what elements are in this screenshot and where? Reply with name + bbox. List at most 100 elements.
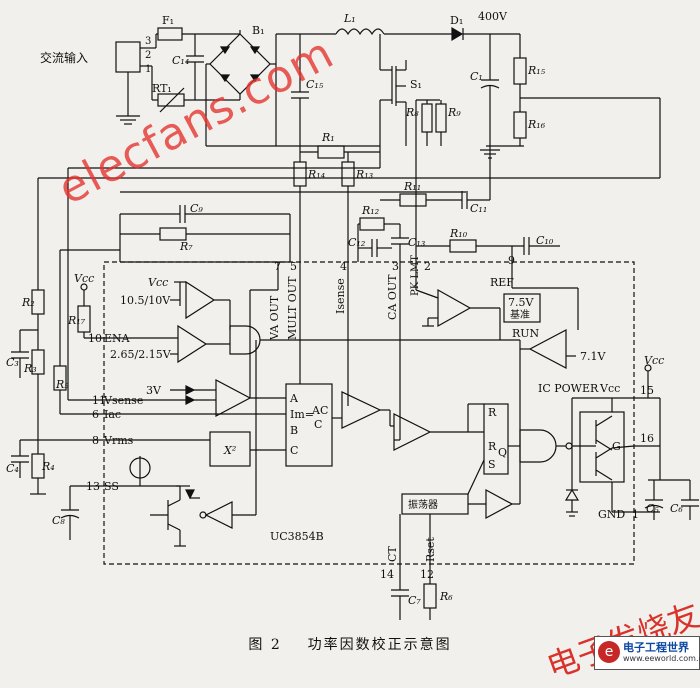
pin-15: 15: [640, 384, 654, 397]
capacitor-c14: [186, 34, 204, 100]
label-iac: Iac: [104, 408, 121, 421]
eeworld-logo: e 电子工程世界 www.eeworld.com.cn: [594, 636, 700, 670]
label-r10: R₁₀: [449, 227, 468, 240]
label-oscillator: 振荡器: [408, 498, 438, 511]
label-3v: 3V: [146, 384, 162, 397]
label-c1: C₁: [470, 70, 483, 83]
label-gnd: GND: [598, 508, 625, 521]
label-c13: C₁₃: [408, 236, 425, 249]
label-r16: R₁₆: [527, 118, 546, 131]
fuse-f1: [155, 27, 240, 48]
left-dividers: [11, 178, 120, 540]
pin-7: 7: [274, 260, 281, 273]
label-7-1v: 7.1V: [580, 350, 606, 363]
label-va-out: VA OUT: [268, 295, 281, 341]
label-s1: S₁: [410, 78, 422, 91]
label-l1: L₁: [343, 12, 356, 25]
pin-vcc-internal: Vcc: [599, 382, 620, 395]
label-r12: R₁₂: [361, 204, 379, 217]
thermistor-rt1: [151, 66, 240, 113]
ff-s: S: [488, 458, 496, 471]
pin-11: 11: [92, 394, 106, 407]
eeworld-logo-icon: e: [598, 641, 620, 663]
ff-r-top: R: [488, 406, 497, 419]
pin-3: 3: [392, 260, 399, 273]
ff-q: Q: [498, 446, 507, 459]
label-vcc-ref1: Vcc: [148, 276, 168, 289]
label-vrms: Vrms: [103, 434, 134, 447]
pin-10: 10: [88, 332, 102, 345]
label-r11: R₁₁: [403, 180, 421, 193]
label-ena: ENA: [104, 332, 131, 345]
figure-caption: 图 2 功率因数校正示意图: [0, 634, 700, 654]
ac-input-terminal: [115, 41, 156, 125]
label-ss: SS: [104, 480, 119, 493]
resistor-r1: [299, 145, 380, 159]
label-vref-box: 基准: [510, 308, 530, 321]
label-b1: B₁: [252, 24, 265, 37]
label-ca-out: CA OUT: [386, 274, 399, 320]
label-c14: C₁₄: [172, 54, 189, 67]
figure-title: 功率因数校正示意图: [307, 637, 452, 653]
label-r8: R₈: [405, 106, 419, 119]
label-ref: REF: [490, 276, 514, 289]
label-c12: C₁₂: [348, 236, 365, 249]
terminal-2: 2: [145, 50, 151, 61]
label-isense: Isense: [334, 278, 347, 314]
diode-d1: [451, 26, 490, 42]
pin-2: 2: [424, 260, 431, 273]
label-r3: R₃: [23, 362, 37, 375]
label-r2: R₂: [21, 296, 35, 309]
mult-a: A: [289, 392, 299, 405]
schematic-svg: 交流输入 3 2 1 F₁ B₁ L₁ D₁ 400V C₁₄ RT₁ C₁₅ …: [6, 10, 699, 620]
label-vcc-left: Vcc: [74, 272, 94, 285]
label-r5: R₅: [55, 378, 69, 391]
output-bus: [480, 33, 660, 159]
terminal-3: 3: [145, 36, 151, 47]
logo-text: 电子工程世界: [623, 641, 689, 654]
label-r15: R₁₅: [527, 64, 546, 77]
label-vsense: Vsense: [103, 394, 143, 407]
label-r14: R₁₄: [307, 168, 325, 181]
label-c3: C₃: [6, 356, 19, 369]
label-ct: CT: [386, 546, 399, 562]
label-c4: C₄: [6, 462, 19, 475]
schematic-stage: 交流输入 3 2 1 F₁ B₁ L₁ D₁ 400V C₁₄ RT₁ C₁₅ …: [0, 10, 700, 686]
label-c10: C₁₀: [536, 234, 554, 247]
bridge-rectifier-b1: [205, 30, 277, 146]
label-c11: C₁₁: [470, 202, 487, 215]
logo-url: www.eeworld.com.cn: [623, 654, 700, 663]
label-c8: C₈: [52, 514, 65, 527]
label-c7: C₇: [408, 594, 421, 607]
label-mult-out: MULT OUT: [286, 276, 299, 340]
label-ic-power: IC POWER: [538, 382, 599, 395]
terminal-1: 1: [145, 64, 151, 75]
mult-im: Im=: [290, 408, 314, 421]
label-vref1: 10.5/10V: [120, 294, 171, 307]
pin-4: 4: [340, 260, 347, 273]
label-r1: R₁: [321, 131, 335, 144]
label-vref2: 2.65/2.15V: [110, 348, 172, 361]
label-f1: F₁: [162, 14, 174, 27]
ic-internal: [110, 280, 635, 564]
vcc-right-supply: [644, 364, 699, 520]
label-r7: R₇: [179, 240, 193, 253]
mosfet-s1: [379, 34, 407, 160]
pin-16: 16: [640, 432, 654, 445]
label-rt1: RT₁: [152, 82, 172, 95]
figure-number: 图 2: [248, 637, 282, 653]
label-ac-input: 交流输入: [40, 50, 88, 65]
ff-r: R: [488, 440, 497, 453]
label-pk-lmt: PK LMT: [410, 255, 421, 296]
label-vcc-right: Vcc: [644, 354, 664, 367]
label-g: G: [612, 440, 621, 453]
pin-9: 9: [508, 254, 515, 267]
square-block: X²: [223, 444, 236, 457]
label-r6: R₆: [439, 590, 453, 603]
label-c9: C₉: [190, 202, 203, 215]
label-c5: C₅: [646, 502, 659, 515]
ic-boundary: [103, 261, 635, 565]
pin-14: 14: [380, 568, 394, 581]
pin-6: 6: [92, 408, 99, 421]
pin-5: 5: [290, 260, 297, 273]
